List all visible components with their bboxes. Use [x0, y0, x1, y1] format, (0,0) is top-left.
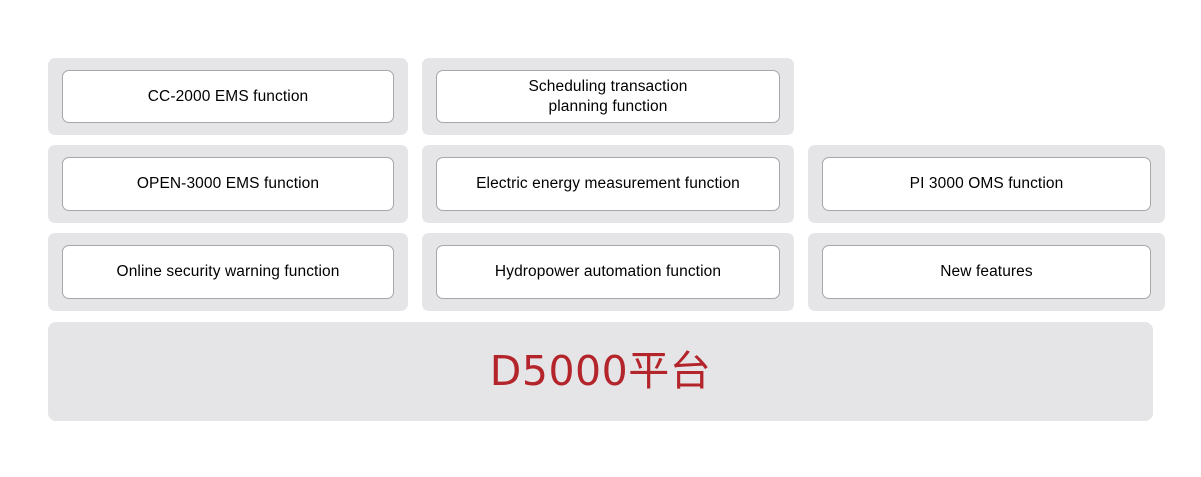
card-slot-r2c2[interactable]: Electric energy measurement function — [422, 145, 794, 223]
function-card-label: Hydropower automation function — [494, 263, 722, 281]
card-slot-r3c3[interactable]: New features — [808, 233, 1165, 311]
function-card-online-security-warning[interactable]: Online security warning function — [62, 245, 394, 299]
card-slot-r2c3[interactable]: PI 3000 OMS function — [808, 145, 1165, 223]
card-slot-r1c2[interactable]: Scheduling transaction planning function — [422, 58, 794, 135]
function-card-cc2000-ems[interactable]: CC-2000 EMS function — [62, 70, 394, 123]
function-card-label: Scheduling transaction planning function — [528, 78, 688, 115]
function-card-label: Online security warning function — [116, 263, 340, 281]
function-card-grid: CC-2000 EMS function Scheduling transact… — [48, 58, 1165, 312]
card-slot-r3c1[interactable]: Online security warning function — [48, 233, 408, 311]
platform-title: D5000平台 — [489, 347, 712, 395]
function-card-label: CC-2000 EMS function — [147, 87, 309, 105]
function-card-label: Electric energy measurement function — [476, 175, 740, 193]
function-card-pi3000-oms[interactable]: PI 3000 OMS function — [822, 157, 1151, 211]
card-slot-r1c3-empty — [808, 58, 1165, 135]
card-slot-r2c1[interactable]: OPEN-3000 EMS function — [48, 145, 408, 223]
function-card-electric-energy-measurement[interactable]: Electric energy measurement function — [436, 157, 780, 211]
function-card-hydropower-automation[interactable]: Hydropower automation function — [436, 245, 780, 299]
card-slot-r3c2[interactable]: Hydropower automation function — [422, 233, 794, 311]
function-card-scheduling-transaction-planning[interactable]: Scheduling transaction planning function — [436, 70, 780, 123]
function-card-label: New features — [940, 263, 1033, 281]
function-card-label: OPEN-3000 EMS function — [136, 175, 320, 193]
card-slot-r1c1[interactable]: CC-2000 EMS function — [48, 58, 408, 135]
platform-base-bar[interactable]: D5000平台 — [48, 322, 1153, 421]
function-card-open3000-ems[interactable]: OPEN-3000 EMS function — [62, 157, 394, 211]
function-card-new-features[interactable]: New features — [822, 245, 1151, 299]
function-card-label: PI 3000 OMS function — [909, 175, 1064, 193]
